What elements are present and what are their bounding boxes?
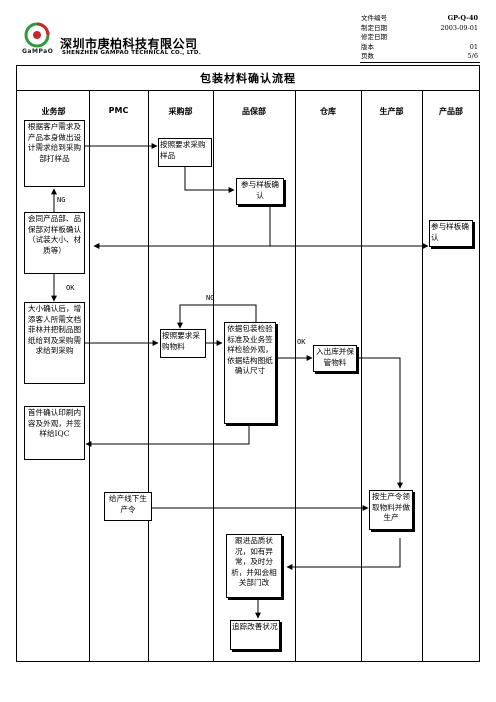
step-production-build: 按生产令领取物料并做生产 <box>369 490 413 530</box>
meta-label-created: 制定日期 <box>361 23 387 32</box>
step-purchase-sample: 按照要求采购样品 <box>158 138 212 167</box>
document-meta-labels: 文件编号 制定日期 修定日期 版本 页数 <box>361 14 421 62</box>
step-sales-add-documents: 大小确认后，增添客人所需文档菲林并把制品图纸给到及采购需求给到采购 <box>24 302 85 384</box>
column-header-sales: 业务部 <box>41 107 66 116</box>
step-sales-first-article: 首件确认印刷内容及外观，并签样给IQC <box>24 406 85 460</box>
meta-value-doc-no: GP-Q-40 <box>447 14 478 22</box>
lane-divider <box>361 90 362 662</box>
label-ng-sample: NG <box>57 196 66 204</box>
company-name-en: SHENZHEN GAMPAO TECHNICAL CO., LTD. <box>62 50 202 56</box>
lane-divider <box>213 90 214 662</box>
page-title: 包装材料确认流程 <box>200 72 296 85</box>
step-qa-sample-confirm: 参与样板确认 <box>236 178 284 205</box>
meta-label-pages: 页数 <box>361 52 374 61</box>
logo-text: GaMPaO <box>22 48 54 55</box>
column-header-warehouse: 仓库 <box>320 107 336 116</box>
meta-value-version: 01 <box>469 42 478 51</box>
column-header-production: 生产部 <box>379 107 404 116</box>
step-qa-track-improvement: 追踪改善状况 <box>230 620 280 650</box>
step-product-sample-confirm: 参与样板确认 <box>429 220 473 247</box>
lane-divider <box>148 90 149 662</box>
meta-label-doc-no: 文件编号 <box>361 14 387 22</box>
column-header-pmc: PMC <box>108 106 129 115</box>
document-meta-values: GP-Q-40 2003-09-01 01 5/6 <box>418 14 478 62</box>
column-header-qa: 品保部 <box>242 107 266 116</box>
step-purchase-materials: 按照要求采购物料 <box>160 329 206 358</box>
step-warehouse-store: 入出库并保管物料 <box>313 345 357 372</box>
meta-label-version: 版本 <box>361 42 374 51</box>
meta-value-created: 2003-09-01 <box>440 23 478 32</box>
lane-divider <box>295 90 296 662</box>
lane-divider <box>422 90 423 662</box>
label-ng-inspection: NG <box>206 294 215 302</box>
label-ok-sample: OK <box>66 284 75 292</box>
title-divider <box>16 90 480 91</box>
step-sales-design-request: 根据客户需求及产品本身做出设计需求给到采购部打样品 <box>24 120 85 187</box>
step-qa-inspection: 依据包装检验标准及业务签样检验外观，依据结构图纸确认尺寸 <box>224 322 276 424</box>
lane-divider <box>89 90 90 662</box>
meta-label-revised: 修定日期 <box>361 33 387 42</box>
company-name-cn: 深圳市庚柏科技有限公司 <box>60 37 198 51</box>
step-pmc-production-order: 给产线下生产令 <box>104 492 152 521</box>
company-logo-icon <box>24 22 50 48</box>
flowchart-frame <box>16 65 480 662</box>
step-sales-sample-confirm: 会同产品部、品保部对样板确认（试装大小、材质等） <box>24 212 85 274</box>
header-divider <box>360 62 480 63</box>
label-ok-inspection: OK <box>297 338 306 346</box>
meta-value-pages: 5/6 <box>467 52 478 61</box>
step-qa-follow-up: 跟进品质状况，如有异常，及时分析，并知会相关部门改 <box>226 534 282 598</box>
column-header-purchasing: 采购部 <box>168 107 193 116</box>
column-header-product: 产品部 <box>439 107 463 116</box>
